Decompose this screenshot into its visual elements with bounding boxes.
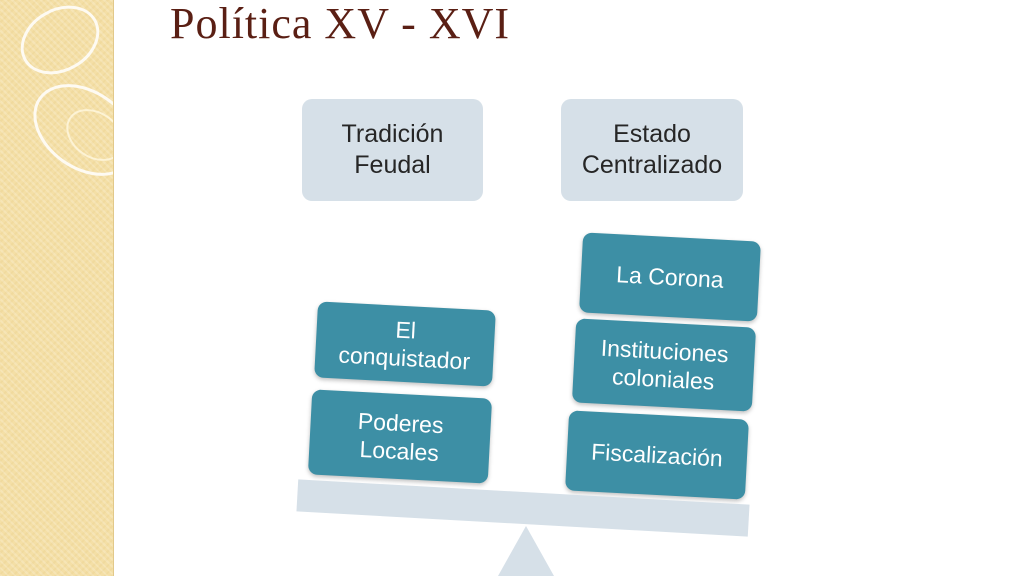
slide-title: Política XV - XVI (170, 0, 511, 48)
block-la-corona: La Corona (579, 232, 761, 322)
header-estado-centralizado: Estado Centralizado (561, 99, 743, 201)
block-poderes-locales: Poderes Locales (307, 389, 493, 484)
header-left-label: Tradición Feudal (341, 120, 444, 179)
block-label: El conquistador (337, 316, 471, 375)
block-label: Poderes Locales (357, 407, 445, 466)
decorative-sidebar (0, 0, 114, 576)
block-label: Instituciones coloniales (600, 334, 730, 395)
block-fiscalizacion: Fiscalización (565, 410, 749, 500)
fulcrum-triangle-icon (498, 526, 554, 576)
header-right-label: Estado Centralizado (581, 120, 723, 179)
decorative-swirl-icon (20, 5, 113, 176)
header-tradicion-feudal: Tradición Feudal (302, 99, 483, 201)
block-label: Fiscalización (590, 438, 724, 472)
block-el-conquistador: El conquistador (314, 301, 496, 387)
block-instituciones-coloniales: Instituciones coloniales (571, 318, 757, 412)
block-label: La Corona (615, 261, 725, 293)
